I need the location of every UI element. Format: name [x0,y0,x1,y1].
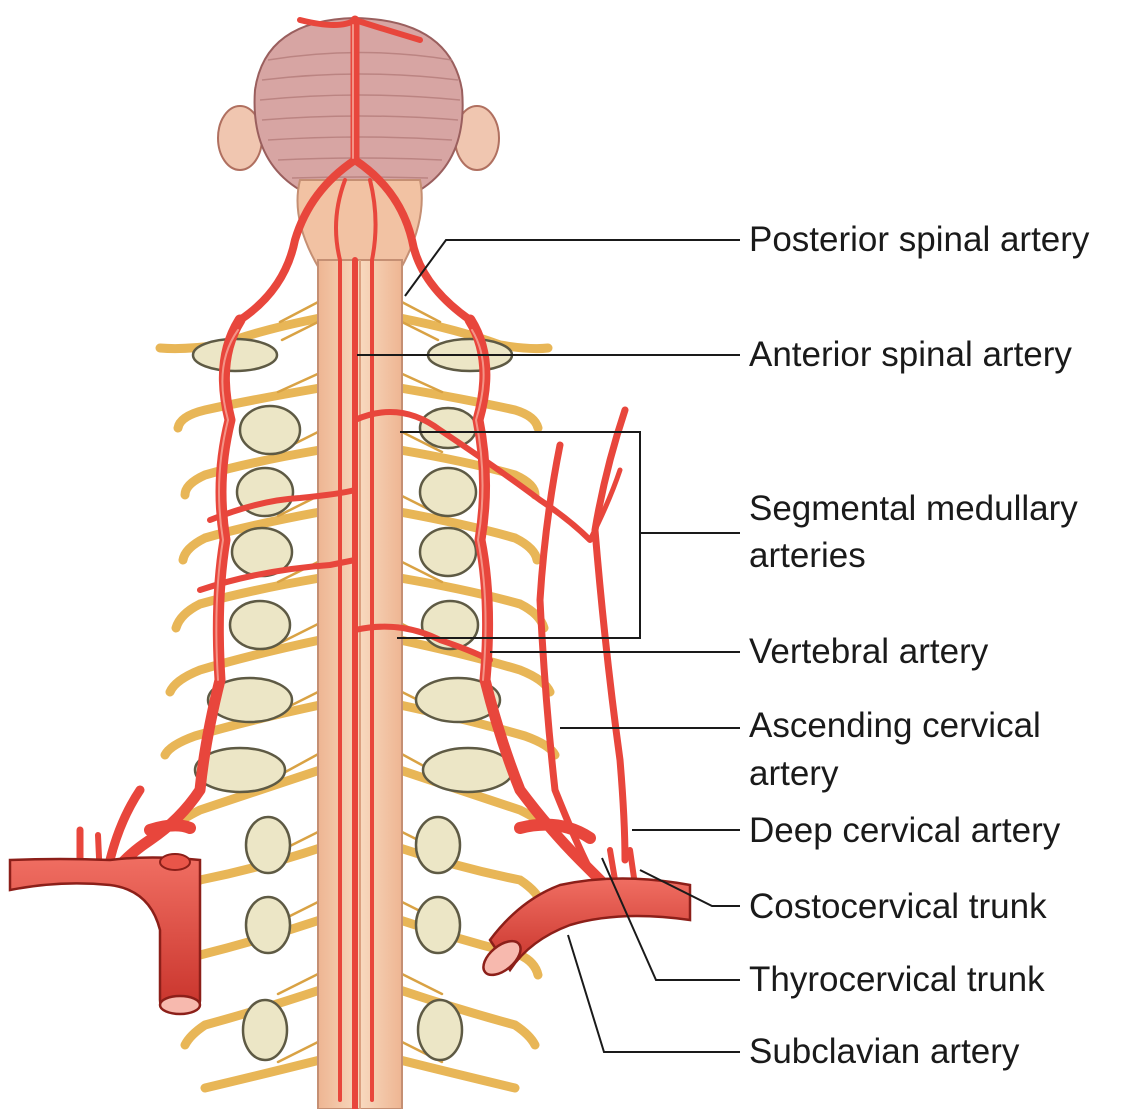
label-costocervical-trunk: Costocervical trunk [749,887,1047,926]
subclavian-arteries [8,853,692,1016]
spinal-cord [317,259,403,1109]
label-ascending-cervical-line2: artery [749,754,839,793]
artery-highlights [215,24,487,681]
label-segmental-medullary-line2: arteries [749,536,866,575]
label-vertebral-artery: Vertebral artery [749,632,989,671]
leader-segmental [397,431,641,639]
label-deep-cervical-artery: Deep cervical artery [749,811,1061,850]
label-posterior-spinal-artery: Posterior spinal artery [749,220,1090,259]
leader-thyrocervical [601,857,740,981]
label-subclavian-artery: Subclavian artery [749,1032,1020,1071]
leader-lines [357,239,740,1053]
leader-subclavian [567,934,740,1053]
label-thyrocervical-trunk: Thyrocervical trunk [749,960,1045,999]
label-ascending-cervical-line1: Ascending cervical [749,706,1041,745]
leader-posterior-spinal [404,239,740,297]
arteries [76,15,638,1109]
leader-costocervical [639,869,740,907]
label-segmental-medullary-line1: Segmental medullary [749,489,1078,528]
label-anterior-spinal-artery: Anterior spinal artery [749,335,1072,374]
